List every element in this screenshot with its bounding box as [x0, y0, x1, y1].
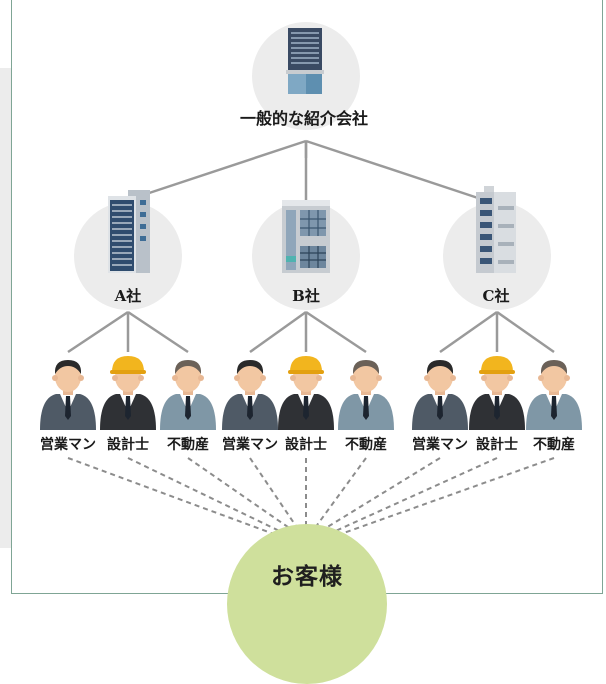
- realtor-icon: [526, 360, 582, 430]
- realtor-icon: [160, 360, 216, 430]
- realtor-icon: [338, 360, 394, 430]
- role-label: 設計士: [107, 437, 149, 453]
- customer-label: お客様: [271, 563, 343, 590]
- line-top-a: [127, 139, 307, 202]
- salesman-icon: [40, 360, 96, 430]
- top-company-label: 一般的な紹介会社: [239, 109, 368, 128]
- role-label: 設計士: [476, 437, 518, 453]
- company-b-label: B社: [292, 287, 320, 305]
- building-c-icon: [476, 186, 516, 273]
- architect-icon: [469, 356, 525, 430]
- role-label: 営業マン: [40, 437, 96, 453]
- role-label: 設計士: [285, 437, 327, 453]
- customer-circle: [227, 524, 387, 684]
- architect-icon: [100, 356, 156, 430]
- building-b-icon: [282, 200, 330, 273]
- people-group: [40, 356, 582, 430]
- connector-lines: [67, 139, 555, 541]
- tower-building-icon: [286, 28, 324, 94]
- architect-icon: [278, 356, 334, 430]
- role-label: 営業マン: [222, 437, 278, 453]
- role-label: 不動産: [533, 437, 575, 453]
- salesman-icon: [412, 360, 468, 430]
- role-label: 不動産: [345, 437, 387, 453]
- salesman-icon: [222, 360, 278, 430]
- role-label: 不動産: [167, 437, 209, 453]
- company-c-label: C社: [482, 287, 510, 305]
- building-a-icon: [108, 190, 150, 273]
- role-label: 営業マン: [412, 437, 468, 453]
- left-side-bar: [0, 68, 11, 548]
- company-a-label: A社: [114, 287, 142, 305]
- line-top-c: [305, 139, 485, 202]
